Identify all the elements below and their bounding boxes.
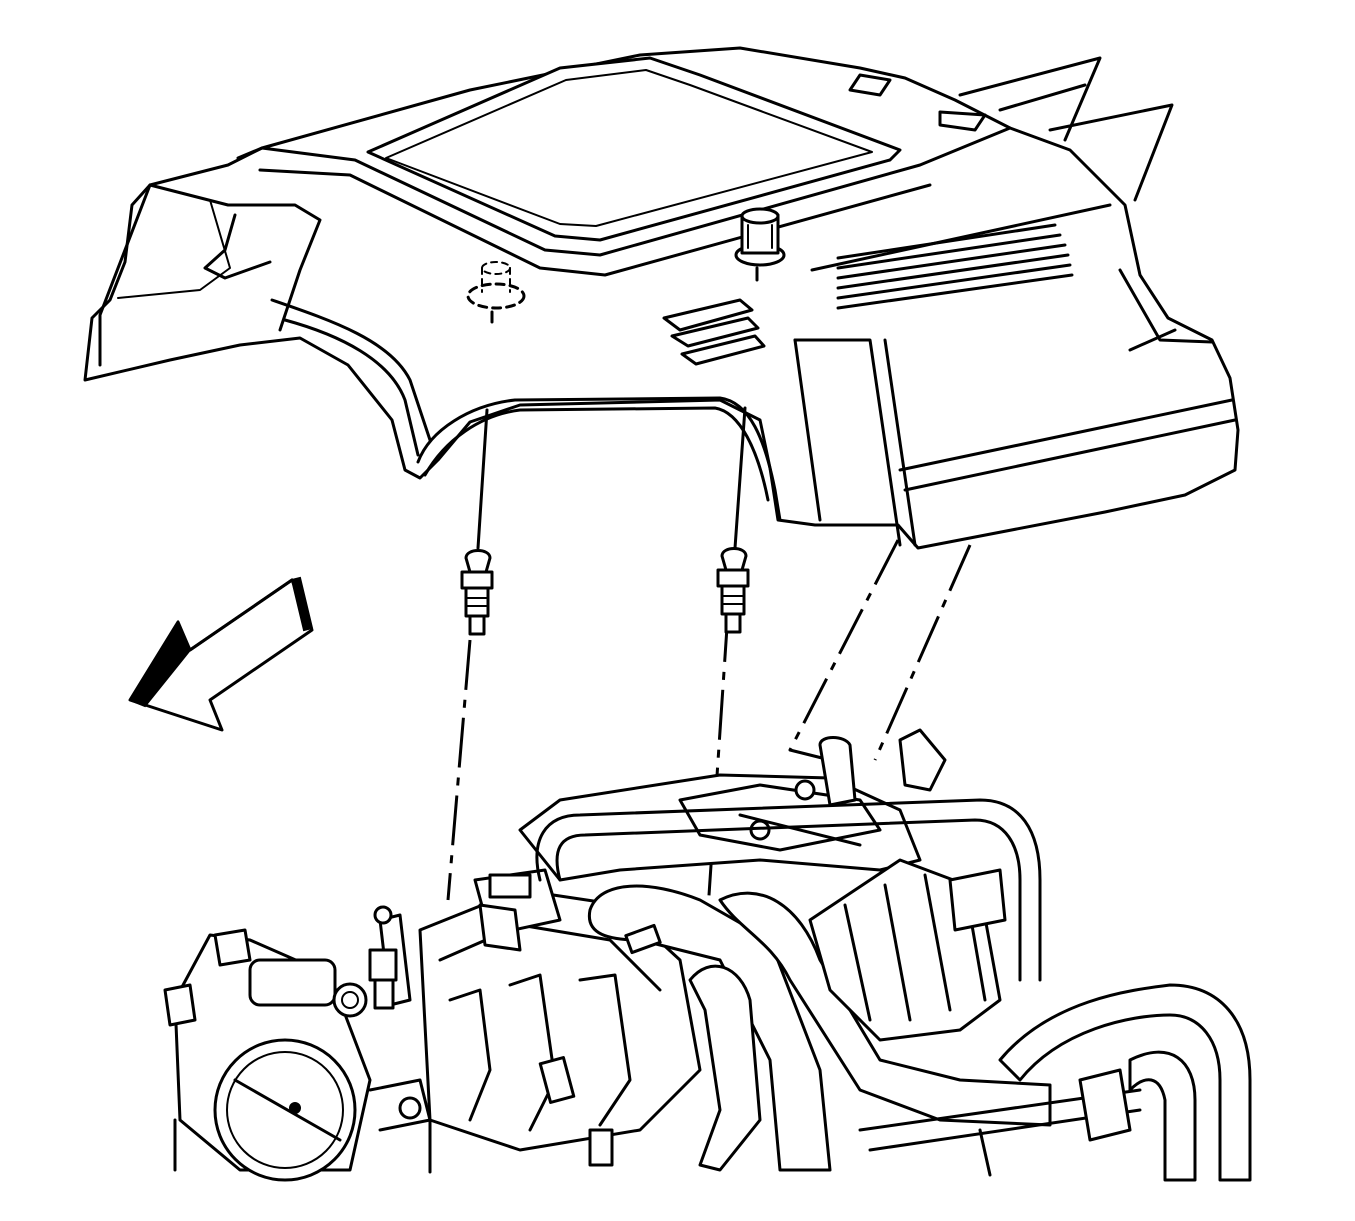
- throttle-body: [163, 928, 432, 1182]
- engine-cover-grommet-right: [734, 207, 786, 267]
- intake-manifold: [368, 773, 922, 1152]
- mounting-stud-right: [716, 547, 750, 634]
- engine-lower-edge: [173, 1118, 992, 1177]
- direction-arrow: [128, 576, 314, 732]
- heater-hoses: [535, 728, 1252, 1182]
- engine-cover-grommet-left: [466, 261, 526, 310]
- cover-vent-small: [662, 298, 766, 366]
- mounting-stud-left: [460, 549, 494, 636]
- engine-cover: [83, 46, 1240, 550]
- cover-vent-ribs: [836, 223, 1074, 310]
